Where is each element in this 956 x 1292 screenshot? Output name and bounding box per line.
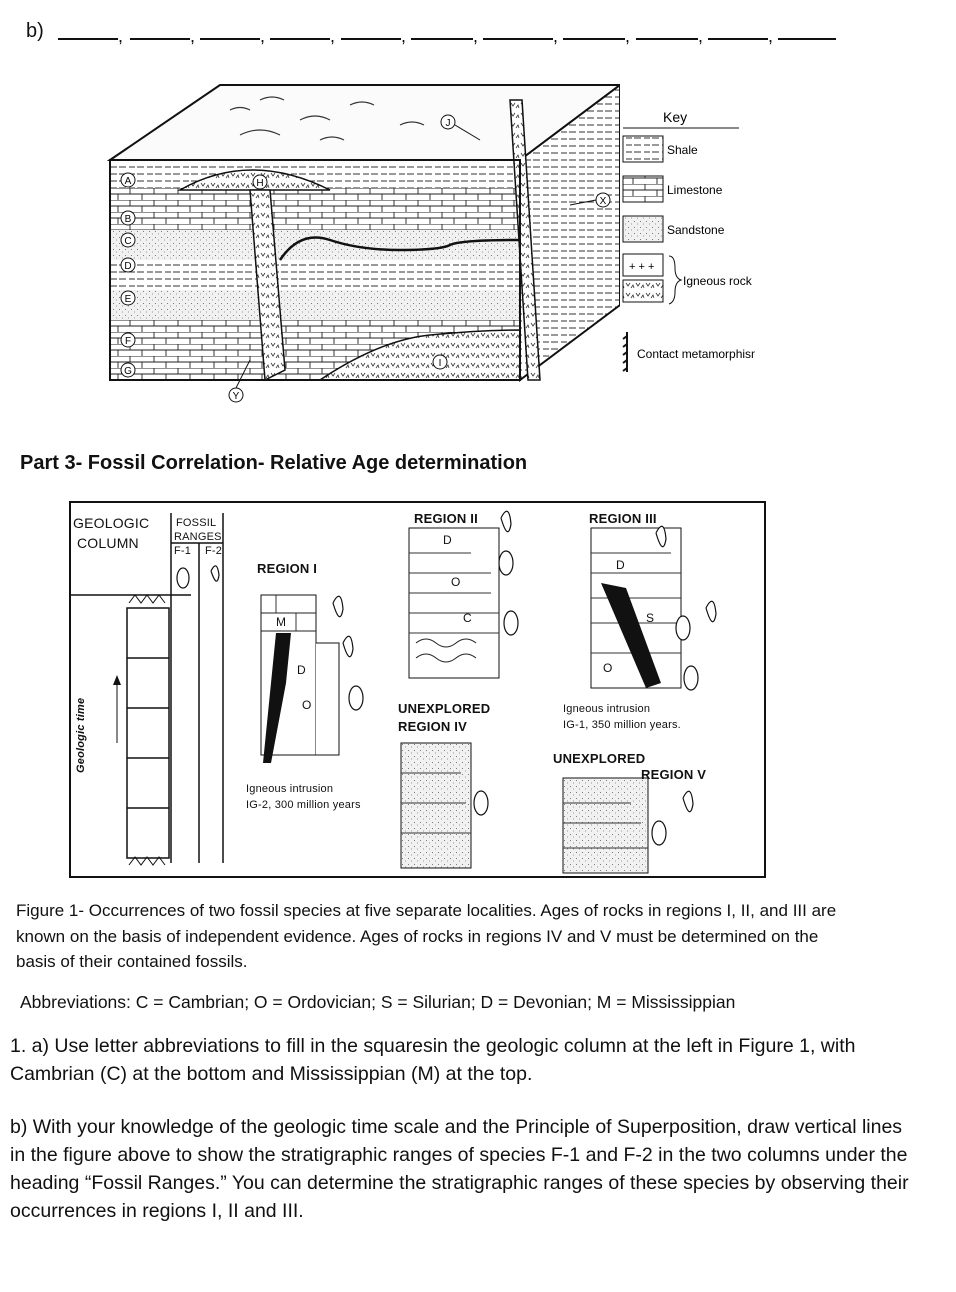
region-5-title: UNEXPLORED — [553, 751, 645, 766]
comma: , — [625, 26, 630, 47]
age-letter: O — [451, 575, 461, 589]
region-4-title: REGION IV — [398, 719, 467, 734]
intrusion-label: Igneous intrusion — [246, 783, 333, 795]
question-1a: 1. a) Use letter abbreviations to fill i… — [10, 1032, 910, 1088]
map-key: Key Shale Limestone Sandstone + + + Igne… — [615, 100, 755, 390]
comma: , — [698, 26, 703, 47]
region-5-title: REGION V — [641, 767, 706, 782]
region-3-title: REGION III — [589, 511, 657, 526]
age-letter: O — [302, 698, 312, 712]
age-letter: D — [297, 663, 306, 677]
intrusion-label: Igneous intrusion — [563, 703, 650, 715]
key-item-sandstone: Sandstone — [667, 223, 725, 237]
marker-label: I — [439, 358, 442, 369]
region-1-title: REGION I — [257, 561, 317, 576]
answer-blank[interactable] — [708, 38, 768, 40]
age-letter: D — [616, 558, 625, 572]
marker-label: A — [125, 176, 132, 187]
geologic-block-diagram: A B C D E F G H I J X Y — [100, 80, 620, 420]
age-letter: S — [646, 611, 654, 625]
marker-label: C — [124, 236, 131, 247]
age-letter: D — [443, 533, 452, 547]
answer-blank[interactable] — [483, 38, 553, 40]
question-1b: b) With your knowledge of the geologic t… — [10, 1113, 920, 1225]
comma: , — [553, 26, 558, 47]
answer-blank[interactable] — [130, 38, 190, 40]
marker-label: F — [125, 336, 131, 347]
region-2-title: REGION II — [414, 511, 478, 526]
marker-label: Y — [233, 391, 240, 402]
answer-label-b: b) — [26, 20, 44, 43]
comma: , — [330, 26, 335, 47]
marker-label: D — [124, 261, 131, 272]
answer-blank[interactable] — [200, 38, 260, 40]
axis-label: Geologic time — [75, 698, 87, 773]
answer-blank[interactable] — [778, 38, 836, 40]
region-4-title: UNEXPLORED — [398, 701, 490, 716]
key-item-igneous: Igneous rock — [683, 274, 753, 288]
answer-blank[interactable] — [341, 38, 401, 40]
marker-label: X — [600, 196, 607, 207]
comma: , — [473, 26, 478, 47]
svg-text:+ + +: + + + — [629, 261, 654, 273]
marker-label: B — [125, 214, 132, 225]
intrusion-label: IG-1, 350 million years. — [563, 719, 681, 731]
comma: , — [768, 26, 773, 47]
answer-blank[interactable] — [636, 38, 698, 40]
key-item-shale: Shale — [667, 143, 698, 157]
age-letter: O — [603, 661, 613, 675]
comma: , — [190, 26, 195, 47]
key-item-limestone: Limestone — [667, 183, 723, 197]
marker-label: G — [124, 366, 132, 377]
intrusion-label: IG-2, 300 million years — [246, 799, 361, 811]
age-letter: C — [463, 611, 472, 625]
marker-label: E — [125, 294, 132, 305]
answer-blank[interactable] — [58, 38, 118, 40]
answer-blank[interactable] — [563, 38, 625, 40]
comma: , — [260, 26, 265, 47]
marker-label: H — [256, 178, 263, 189]
answer-blank[interactable] — [411, 38, 473, 40]
figure-1: GEOLOGIC COLUMN FOSSIL RANGES F-1 F-2 — [69, 501, 766, 878]
age-letter: M — [276, 615, 286, 629]
section-heading: Part 3- Fossil Correlation- Relative Age… — [20, 452, 527, 475]
comma: , — [118, 26, 123, 47]
figure-drawing — [71, 503, 764, 876]
marker-label: J — [446, 118, 451, 129]
figure-caption: Figure 1- Occurrences of two fossil spec… — [16, 898, 846, 975]
comma: , — [401, 26, 406, 47]
key-item-contact: Contact metamorphism — [637, 347, 755, 361]
abbreviations: Abbreviations: C = Cambrian; O = Ordovic… — [20, 992, 735, 1013]
key-title: Key — [663, 109, 687, 125]
answer-blank[interactable] — [270, 38, 330, 40]
